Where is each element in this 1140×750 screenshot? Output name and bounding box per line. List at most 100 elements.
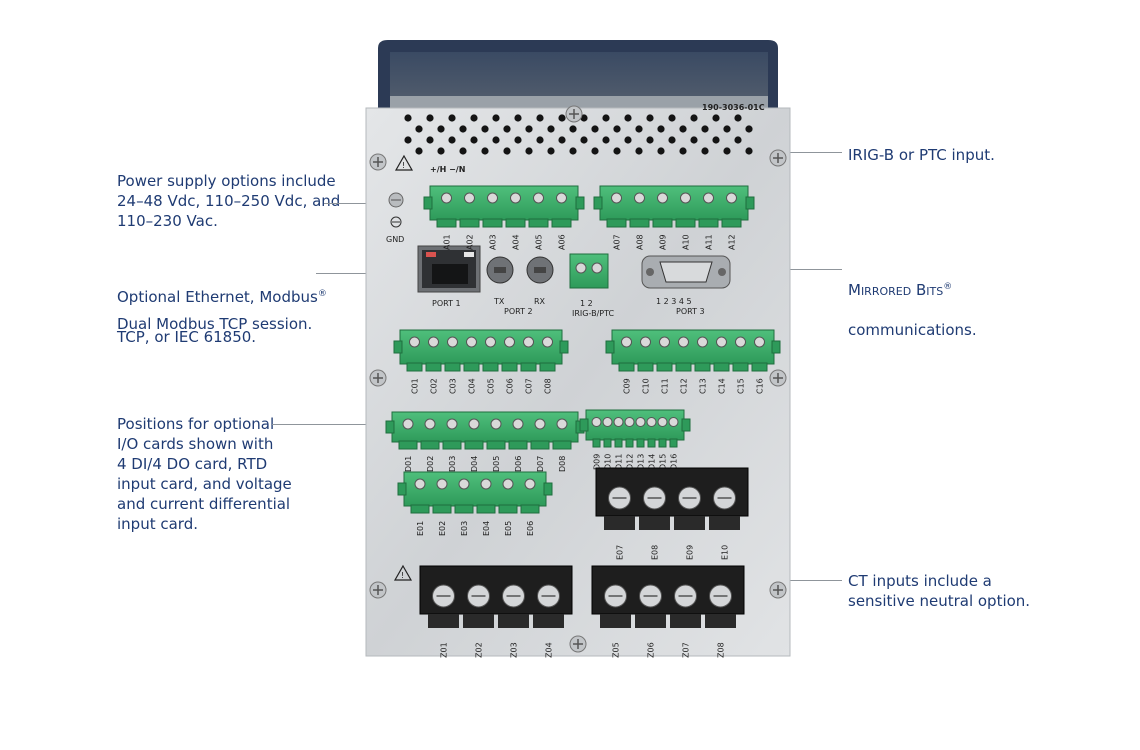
vent-hole — [734, 136, 742, 144]
port2-rx-connector[interactable] — [526, 256, 554, 284]
top-case — [378, 40, 778, 112]
terminal-block-z-right[interactable] — [591, 565, 745, 628]
terminal-block-d-right[interactable] — [579, 409, 691, 448]
terminal-block-z-left[interactable] — [419, 565, 573, 628]
terminal-screw — [556, 418, 568, 430]
terminal-block-d-left[interactable] — [385, 411, 585, 450]
screw-icon — [369, 369, 387, 387]
mirrored-registered-mark: ® — [943, 282, 953, 292]
terminal-label: Z08 — [717, 642, 726, 658]
terminal-screw — [613, 417, 624, 427]
terminal-screw — [635, 417, 646, 427]
port3-label: PORT 3 — [676, 307, 705, 316]
mirrored-bits-callout: Mirrored Bits® communications. — [848, 260, 977, 340]
terminal-label: C06 — [506, 378, 515, 394]
screw-icon — [369, 581, 387, 599]
terminal-label: A09 — [659, 234, 668, 250]
terminal-screw — [510, 192, 521, 204]
vent-hole — [624, 136, 632, 144]
terminal-label: Z04 — [545, 642, 554, 658]
irig-b-connector[interactable] — [569, 253, 609, 289]
vent-hole — [415, 147, 423, 155]
terminal-label: C10 — [642, 378, 651, 394]
svg-text:!: ! — [401, 571, 404, 580]
vent-hole — [613, 147, 621, 155]
vent-hole — [690, 136, 698, 144]
terminal-screw — [402, 418, 414, 430]
terminal-block-c-right[interactable] — [605, 329, 781, 372]
vent-hole — [624, 114, 632, 122]
terminal-screw — [659, 336, 670, 348]
gnd-label: GND — [386, 235, 404, 244]
vent-hole — [492, 136, 500, 144]
terminal-label: Z03 — [510, 642, 519, 658]
terminal-screw — [458, 478, 470, 490]
terminal-label: D01 — [404, 456, 413, 472]
io-cards-callout: Positions for optional I/O cards shown w… — [117, 415, 292, 533]
svg-text:!: ! — [402, 161, 405, 170]
port3-db9-connector[interactable] — [641, 255, 731, 289]
power-terminal-label: +/H −/N — [430, 165, 465, 174]
terminal-label: Z02 — [475, 642, 484, 658]
vent-hole — [426, 136, 434, 144]
vent-hole — [459, 125, 467, 133]
terminal-block-e-right[interactable] — [595, 467, 749, 530]
terminal-label: E09 — [686, 545, 695, 560]
terminal-screw — [697, 336, 708, 348]
terminal-screw — [524, 478, 536, 490]
ethernet-callout-line2: TCP, or IEC 61850. — [117, 328, 257, 346]
terminal-label: D05 — [492, 456, 501, 472]
terminal-screw — [487, 192, 498, 204]
terminal-label: E07 — [616, 545, 625, 560]
relay-rear-panel: 190-3036-01C ! ! +/H −/N GND PORT 1 TX — [365, 40, 791, 658]
terminal-screw — [409, 336, 420, 348]
vent-hole — [635, 125, 643, 133]
terminal-screw — [640, 336, 651, 348]
vent-hole — [459, 147, 467, 155]
terminal-screw — [447, 336, 458, 348]
vent-hole — [547, 125, 555, 133]
terminal-label: E03 — [460, 521, 469, 536]
ventilation-holes — [404, 114, 753, 155]
terminal-label: A12 — [728, 234, 737, 250]
port2-tx-connector[interactable] — [486, 256, 514, 284]
terminal-screw — [716, 336, 727, 348]
terminal-screw — [468, 418, 480, 430]
terminal-block-a-left[interactable] — [423, 185, 585, 228]
terminal-label: D13 — [637, 454, 646, 470]
warning-icon: ! — [394, 154, 414, 171]
vent-hole — [415, 125, 423, 133]
ground-screw — [388, 192, 404, 228]
vent-hole — [745, 147, 753, 155]
terminal-label: D12 — [626, 454, 635, 470]
terminal-screw — [512, 418, 524, 430]
vent-hole — [525, 147, 533, 155]
terminal-screw — [504, 336, 515, 348]
terminal-screw — [436, 478, 448, 490]
terminal-label: E10 — [721, 545, 730, 560]
terminal-screw — [428, 336, 439, 348]
vent-hole — [723, 125, 731, 133]
irig-label: IRIG-B/PTC — [572, 309, 615, 318]
terminal-block-a-right[interactable] — [593, 185, 755, 228]
terminal-screw — [485, 336, 496, 348]
terminal-label: A08 — [636, 234, 645, 250]
mounting-screws — [369, 105, 787, 653]
vent-hole — [525, 125, 533, 133]
warning-icon-bottom: ! — [393, 564, 413, 581]
screw-icon — [369, 153, 387, 171]
terminal-block-e-left[interactable] — [397, 471, 553, 514]
terminal-screw — [441, 192, 452, 204]
vent-hole — [668, 136, 676, 144]
ethernet-registered-mark: ® — [317, 289, 327, 299]
ethernet-port-1[interactable] — [417, 245, 481, 293]
terminal-screw — [446, 418, 458, 430]
vent-hole — [745, 125, 753, 133]
vent-hole — [679, 147, 687, 155]
terminal-label: D07 — [536, 456, 545, 472]
terminal-screw — [424, 418, 436, 430]
terminal-screw — [657, 417, 668, 427]
terminal-screw — [680, 192, 691, 204]
terminal-label: A04 — [512, 234, 521, 250]
terminal-block-c-left[interactable] — [393, 329, 569, 372]
